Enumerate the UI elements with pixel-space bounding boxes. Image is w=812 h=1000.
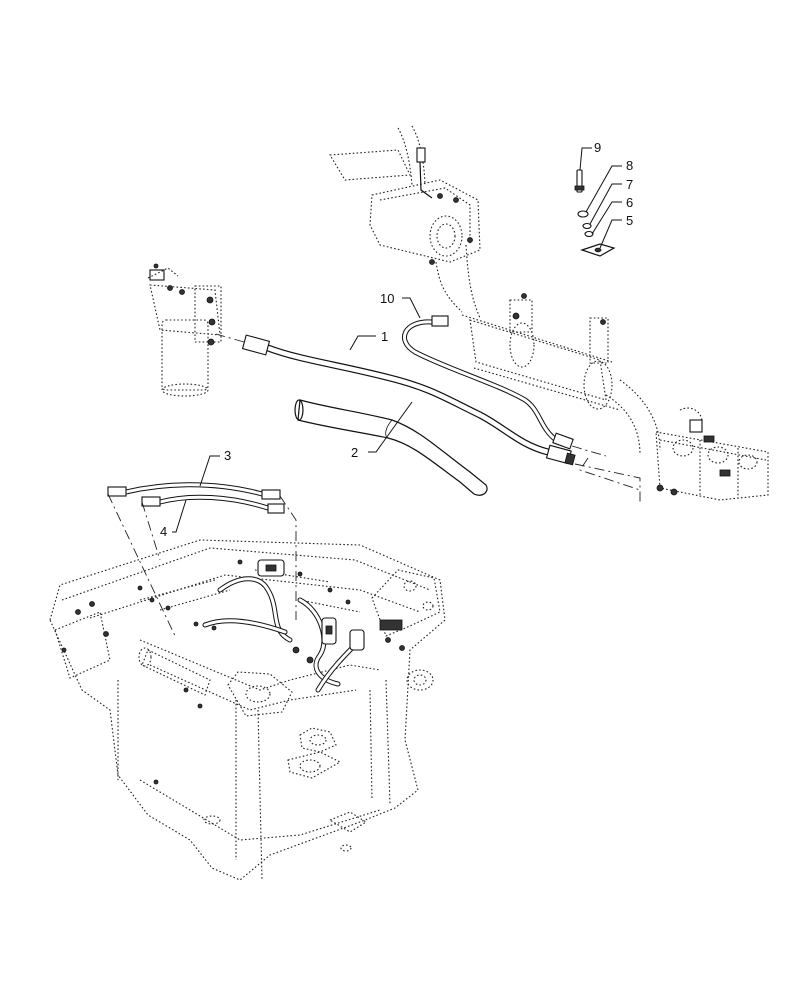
callout-label-2: 2: [351, 445, 358, 460]
callout-10: 10: [380, 291, 421, 319]
frame-hoses: [202, 559, 403, 693]
small-hardware-stack: [574, 169, 616, 257]
callout-label-10: 10: [380, 291, 394, 306]
hose-10: [402, 315, 607, 457]
hydraulic-filter: [147, 263, 222, 397]
control-valve-block: [655, 407, 769, 501]
callout-label-8: 8: [626, 158, 633, 173]
callout-label-5: 5: [626, 213, 633, 228]
callout-1: 1: [349, 329, 388, 351]
protective-sleeve-2: [294, 399, 488, 496]
callout-label-1: 1: [381, 329, 388, 344]
callout-2: 2: [351, 401, 413, 460]
chassis-frame: [49, 539, 446, 881]
callout-label-3: 3: [224, 448, 231, 463]
callout-9: 9: [579, 140, 601, 171]
callout-6: 6: [591, 195, 633, 235]
callout-8: 8: [585, 158, 633, 213]
callout-label-9: 9: [594, 140, 601, 155]
hose-3: [107, 482, 281, 500]
callout-4: 4: [160, 499, 187, 539]
callout-label-7: 7: [626, 177, 633, 192]
callout-label-4: 4: [160, 524, 167, 539]
callout-3: 3: [199, 448, 231, 487]
hose-4: [141, 494, 285, 514]
callout-5: 5: [599, 213, 633, 249]
callout-7: 7: [589, 177, 633, 225]
callout-label-6: 6: [626, 195, 633, 210]
hose-1: [215, 333, 641, 505]
return-tube: [461, 293, 661, 456]
hydraulic-pump: [329, 125, 481, 319]
